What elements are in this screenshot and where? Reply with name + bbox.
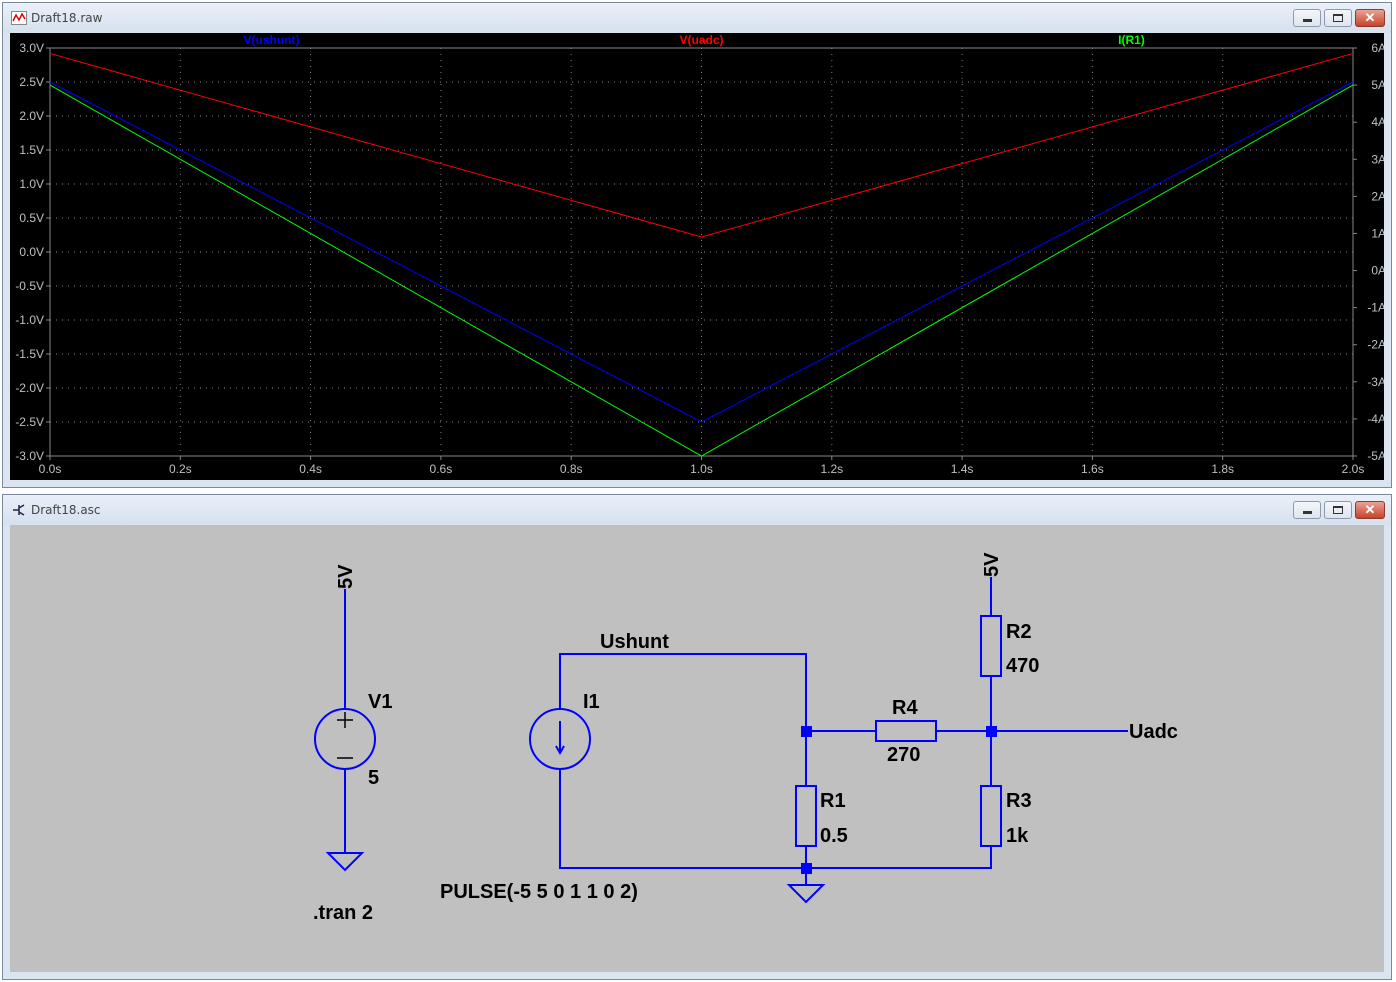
i1-arrow-head xyxy=(555,745,565,756)
y-left-tick-label: 1.0V xyxy=(19,177,44,191)
v1-name[interactable]: V1 xyxy=(368,691,392,713)
plot-area[interactable]: 0.0s 0.2s 0.4s 0.6s 0.8s 1.0s 1.2s 1.4s 1.6s 1.8s… xyxy=(10,33,1384,480)
maximize-button[interactable] xyxy=(1324,501,1352,519)
waveform-window: Draft18.raw ✕ 0.0s 0.2s 0.4s 0.6s 0.8s 1.0s 1.… xyxy=(2,2,1392,488)
legend-label[interactable]: I(R1) xyxy=(1118,33,1145,47)
r4-resistor[interactable] xyxy=(875,720,937,742)
junction-dot xyxy=(801,863,812,874)
r1-name[interactable]: R1 xyxy=(820,790,846,812)
x-tick-label: 1.8s xyxy=(1211,462,1234,476)
net-label-ushunt[interactable]: Ushunt xyxy=(600,631,669,653)
close-icon: ✕ xyxy=(1364,502,1376,517)
close-icon: ✕ xyxy=(1364,10,1376,25)
legend-label[interactable]: V(ushunt) xyxy=(244,33,300,47)
series-trace-2[interactable] xyxy=(49,84,1354,457)
close-button[interactable]: ✕ xyxy=(1355,9,1385,27)
y-right-tick-label: -2A xyxy=(1367,338,1384,352)
y-right-tick-label: 3A xyxy=(1371,152,1384,166)
x-tick-label: 1.4s xyxy=(951,462,974,476)
y-right-tick-label: 2A xyxy=(1371,189,1384,203)
y-left-tick-label: -1.0V xyxy=(15,313,44,327)
x-tick-label: 0.0s xyxy=(39,462,62,476)
x-tick-label: 0.8s xyxy=(560,462,583,476)
minimize-icon xyxy=(1303,511,1312,514)
maximize-button[interactable] xyxy=(1324,9,1352,27)
minimize-icon xyxy=(1303,19,1312,22)
y-right-tick-label: 0A xyxy=(1371,264,1384,278)
close-button[interactable]: ✕ xyxy=(1355,501,1385,519)
x-tick-label: 1.0s xyxy=(690,462,713,476)
schematic-canvas[interactable]: 5V V1 5 .tran 2 I1 PULSE(-5 5 0 1 1 0 2)… xyxy=(10,525,1384,972)
schematic-drawing[interactable]: 5V V1 5 .tran 2 I1 PULSE(-5 5 0 1 1 0 2)… xyxy=(10,525,1384,974)
y-right-tick-label: -5A xyxy=(1367,449,1384,463)
y-left-tick-label: -2.0V xyxy=(15,381,44,395)
r4-name[interactable]: R4 xyxy=(892,697,918,719)
y-left-tick-label: -0.5V xyxy=(15,279,44,293)
waveform-plot[interactable]: 0.0s 0.2s 0.4s 0.6s 0.8s 1.0s 1.2s 1.4s 1.6s 1.8s… xyxy=(10,33,1384,482)
y-left-tick-label: 0.5V xyxy=(19,211,44,225)
ground-symbol[interactable] xyxy=(786,884,826,904)
wire-ushunt-net[interactable] xyxy=(559,653,807,731)
x-tick-label: 0.4s xyxy=(299,462,322,476)
y-right-tick-label: 1A xyxy=(1371,226,1384,240)
v1-supply-label[interactable]: 5V xyxy=(335,564,357,589)
r1-value[interactable]: 0.5 xyxy=(820,825,848,847)
v1-ground-symbol[interactable] xyxy=(325,852,365,872)
schematic-titlebar[interactable]: Draft18.asc ✕ xyxy=(3,495,1391,525)
x-tick-label: 1.2s xyxy=(820,462,843,476)
v1-value[interactable]: 5 xyxy=(368,767,379,789)
y-right-tick-label: -3A xyxy=(1367,375,1384,389)
r1-resistor[interactable] xyxy=(795,785,817,847)
r4-value[interactable]: 270 xyxy=(887,744,920,766)
r3-resistor[interactable] xyxy=(980,785,1002,847)
series-trace-0[interactable] xyxy=(49,81,1354,423)
r2-resistor[interactable] xyxy=(980,615,1002,677)
r2-supply-label[interactable]: 5V xyxy=(981,552,1003,577)
y-right-tick-label: 4A xyxy=(1371,115,1384,129)
y-right-tick-label: 6A xyxy=(1371,41,1384,55)
x-tick-label: 1.6s xyxy=(1081,462,1104,476)
maximize-icon xyxy=(1333,14,1343,22)
maximize-icon xyxy=(1333,506,1343,514)
y-left-tick-label: -3.0V xyxy=(15,449,44,463)
schematic-app-icon xyxy=(13,504,25,516)
schematic-window: Draft18.asc ✕ xyxy=(2,494,1392,980)
series-trace-1[interactable] xyxy=(49,52,1354,238)
y-left-tick-label: 2.5V xyxy=(19,75,44,89)
x-tick-label: 2.0s xyxy=(1342,462,1365,476)
junction-dot xyxy=(801,726,812,737)
i1-value[interactable]: PULSE(-5 5 0 1 1 0 2) xyxy=(440,881,638,903)
waveform-titlebar[interactable]: Draft18.raw ✕ xyxy=(3,3,1391,33)
y-left-tick-label: 2.0V xyxy=(19,109,44,123)
y-left-tick-label: -2.5V xyxy=(15,415,44,429)
y-right-tick-label: -4A xyxy=(1367,412,1384,426)
minimize-button[interactable] xyxy=(1293,9,1321,27)
y-left-tick-label: 0.0V xyxy=(19,245,44,259)
y-left-tick-label: 1.5V xyxy=(19,143,44,157)
r3-name[interactable]: R3 xyxy=(1006,790,1032,812)
i1-name[interactable]: I1 xyxy=(583,691,600,713)
x-tick-label: 0.6s xyxy=(430,462,453,476)
y-right-tick-label: 5A xyxy=(1371,78,1384,92)
r2-name[interactable]: R2 xyxy=(1006,621,1032,643)
schematic-window-title: Draft18.asc xyxy=(31,503,101,517)
y-left-tick-label: -1.5V xyxy=(15,347,44,361)
legend-label[interactable]: V(uadc) xyxy=(679,33,723,47)
x-tick-label: 0.2s xyxy=(169,462,192,476)
minimize-button[interactable] xyxy=(1293,501,1321,519)
r3-value[interactable]: 1k xyxy=(1006,825,1029,847)
waveform-app-icon xyxy=(11,11,27,25)
junction-dot xyxy=(986,726,997,737)
r2-value[interactable]: 470 xyxy=(1006,655,1039,677)
y-right-tick-label: -1A xyxy=(1367,301,1384,315)
waveform-window-title: Draft18.raw xyxy=(31,11,103,25)
net-label-uadc[interactable]: Uadc xyxy=(1129,721,1178,743)
wire-ground-return[interactable] xyxy=(559,769,992,869)
y-left-tick-label: 3.0V xyxy=(19,41,44,55)
tran-directive[interactable]: .tran 2 xyxy=(313,902,373,924)
